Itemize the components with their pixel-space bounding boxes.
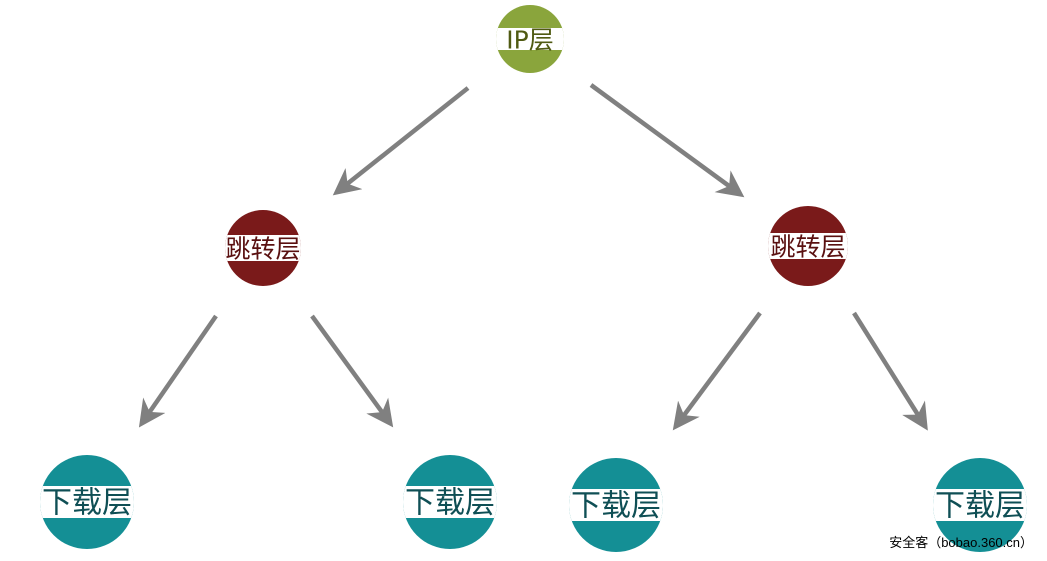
redirect-layer-node-left: 跳转层 [225, 210, 301, 286]
arrow-redirect-left-to-download-1 [138, 314, 218, 428]
watermark-text: 安全客（bobao.360.cn） [889, 535, 1033, 550]
download-layer-node-4: 下载层 [933, 458, 1027, 552]
node-band [496, 28, 564, 50]
node-band [403, 486, 497, 518]
node-band [569, 489, 663, 521]
download-layer-node-3: 下载层 [569, 458, 663, 552]
arrow-redirect-right-to-download-4 [852, 311, 928, 431]
node-band [225, 235, 301, 261]
download-layer-node-1: 下载层 [40, 455, 134, 549]
arrow-redirect-right-to-download-3 [672, 311, 762, 431]
node-label: 下载层 [405, 486, 495, 521]
download-layer-node-2: 下载层 [403, 455, 497, 549]
arrow-ip-to-redirect-right [589, 83, 745, 198]
node-label: IP层 [506, 26, 553, 55]
node-label: 下载层 [42, 486, 132, 521]
node-label: 跳转层 [225, 235, 300, 264]
node-label: 下载层 [571, 489, 661, 524]
arrow-redirect-left-to-download-2 [310, 314, 394, 428]
redirect-layer-node-right: 跳转层 [768, 206, 848, 286]
node-band [933, 489, 1027, 521]
node-label: 跳转层 [770, 233, 845, 262]
edges [138, 83, 928, 431]
ip-layer-node: IP层 [496, 5, 564, 73]
node-band [40, 486, 134, 518]
node-band [768, 233, 848, 259]
arrow-ip-to-redirect-left [332, 86, 470, 196]
node-label: 下载层 [935, 489, 1025, 524]
